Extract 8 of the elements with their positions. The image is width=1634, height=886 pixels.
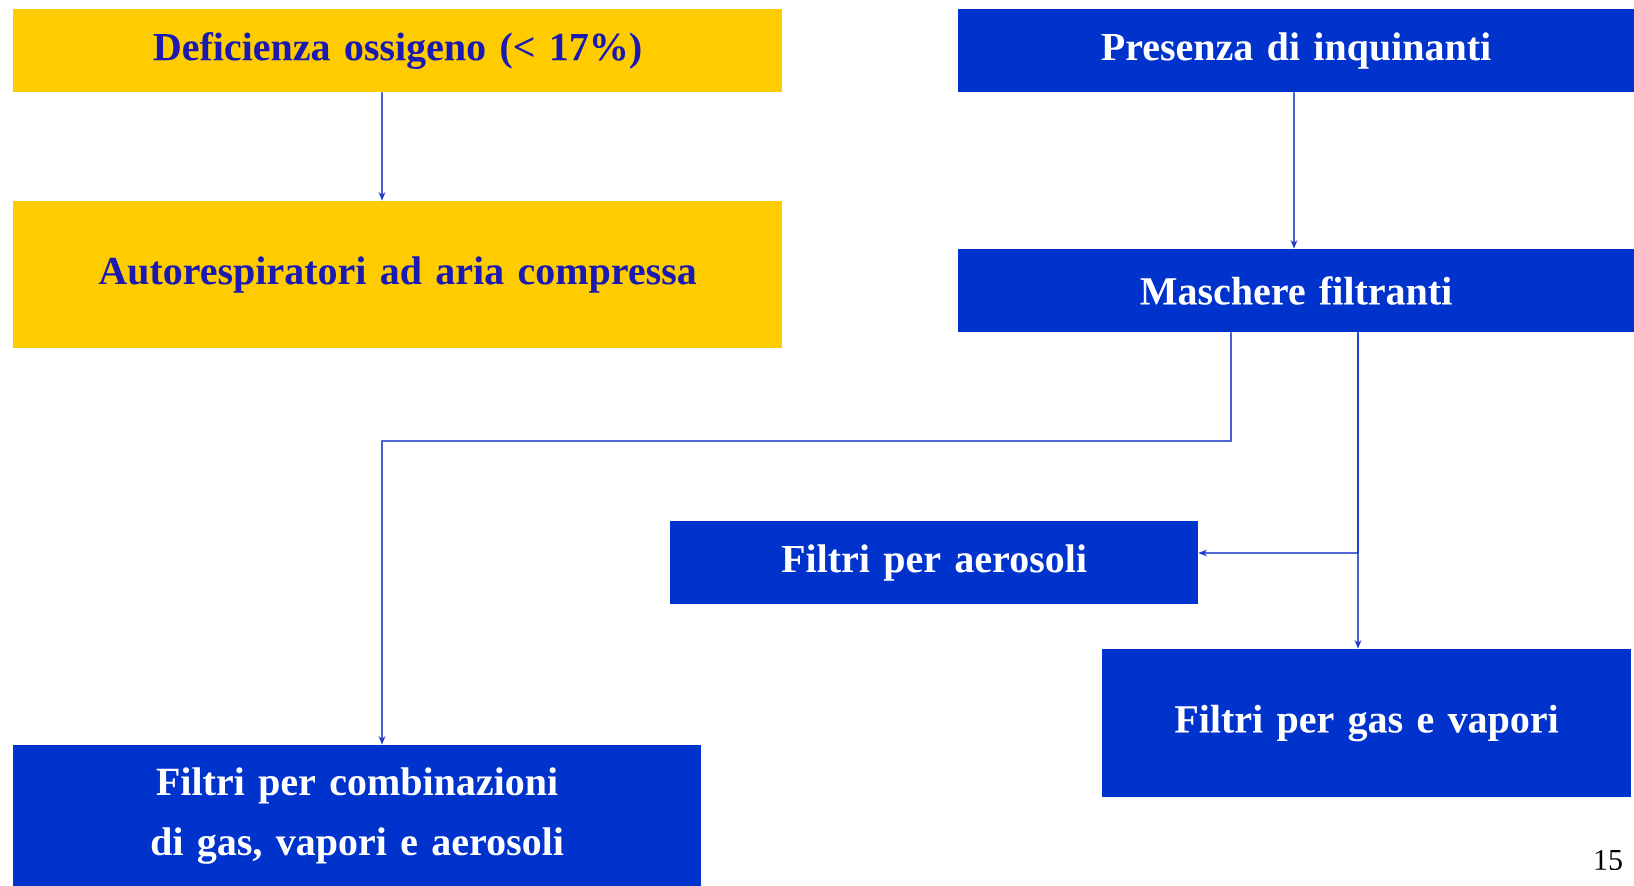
process-box: Filtri per gas e vapori [1102, 649, 1631, 797]
process-box: Presenza di inquinanti [958, 9, 1634, 92]
process-box: Deficienza ossigeno (< 17%) [13, 9, 782, 92]
process-box: Filtri per combinazioni di gas, vapori e aerosoli [13, 745, 701, 886]
process-box: Maschere filtranti [958, 249, 1634, 332]
page-number: 15 [1595, 849, 1622, 871]
process-box: Autorespiratori ad aria compressa [13, 201, 782, 348]
process-box: Filtri per aerosoli [670, 521, 1198, 604]
